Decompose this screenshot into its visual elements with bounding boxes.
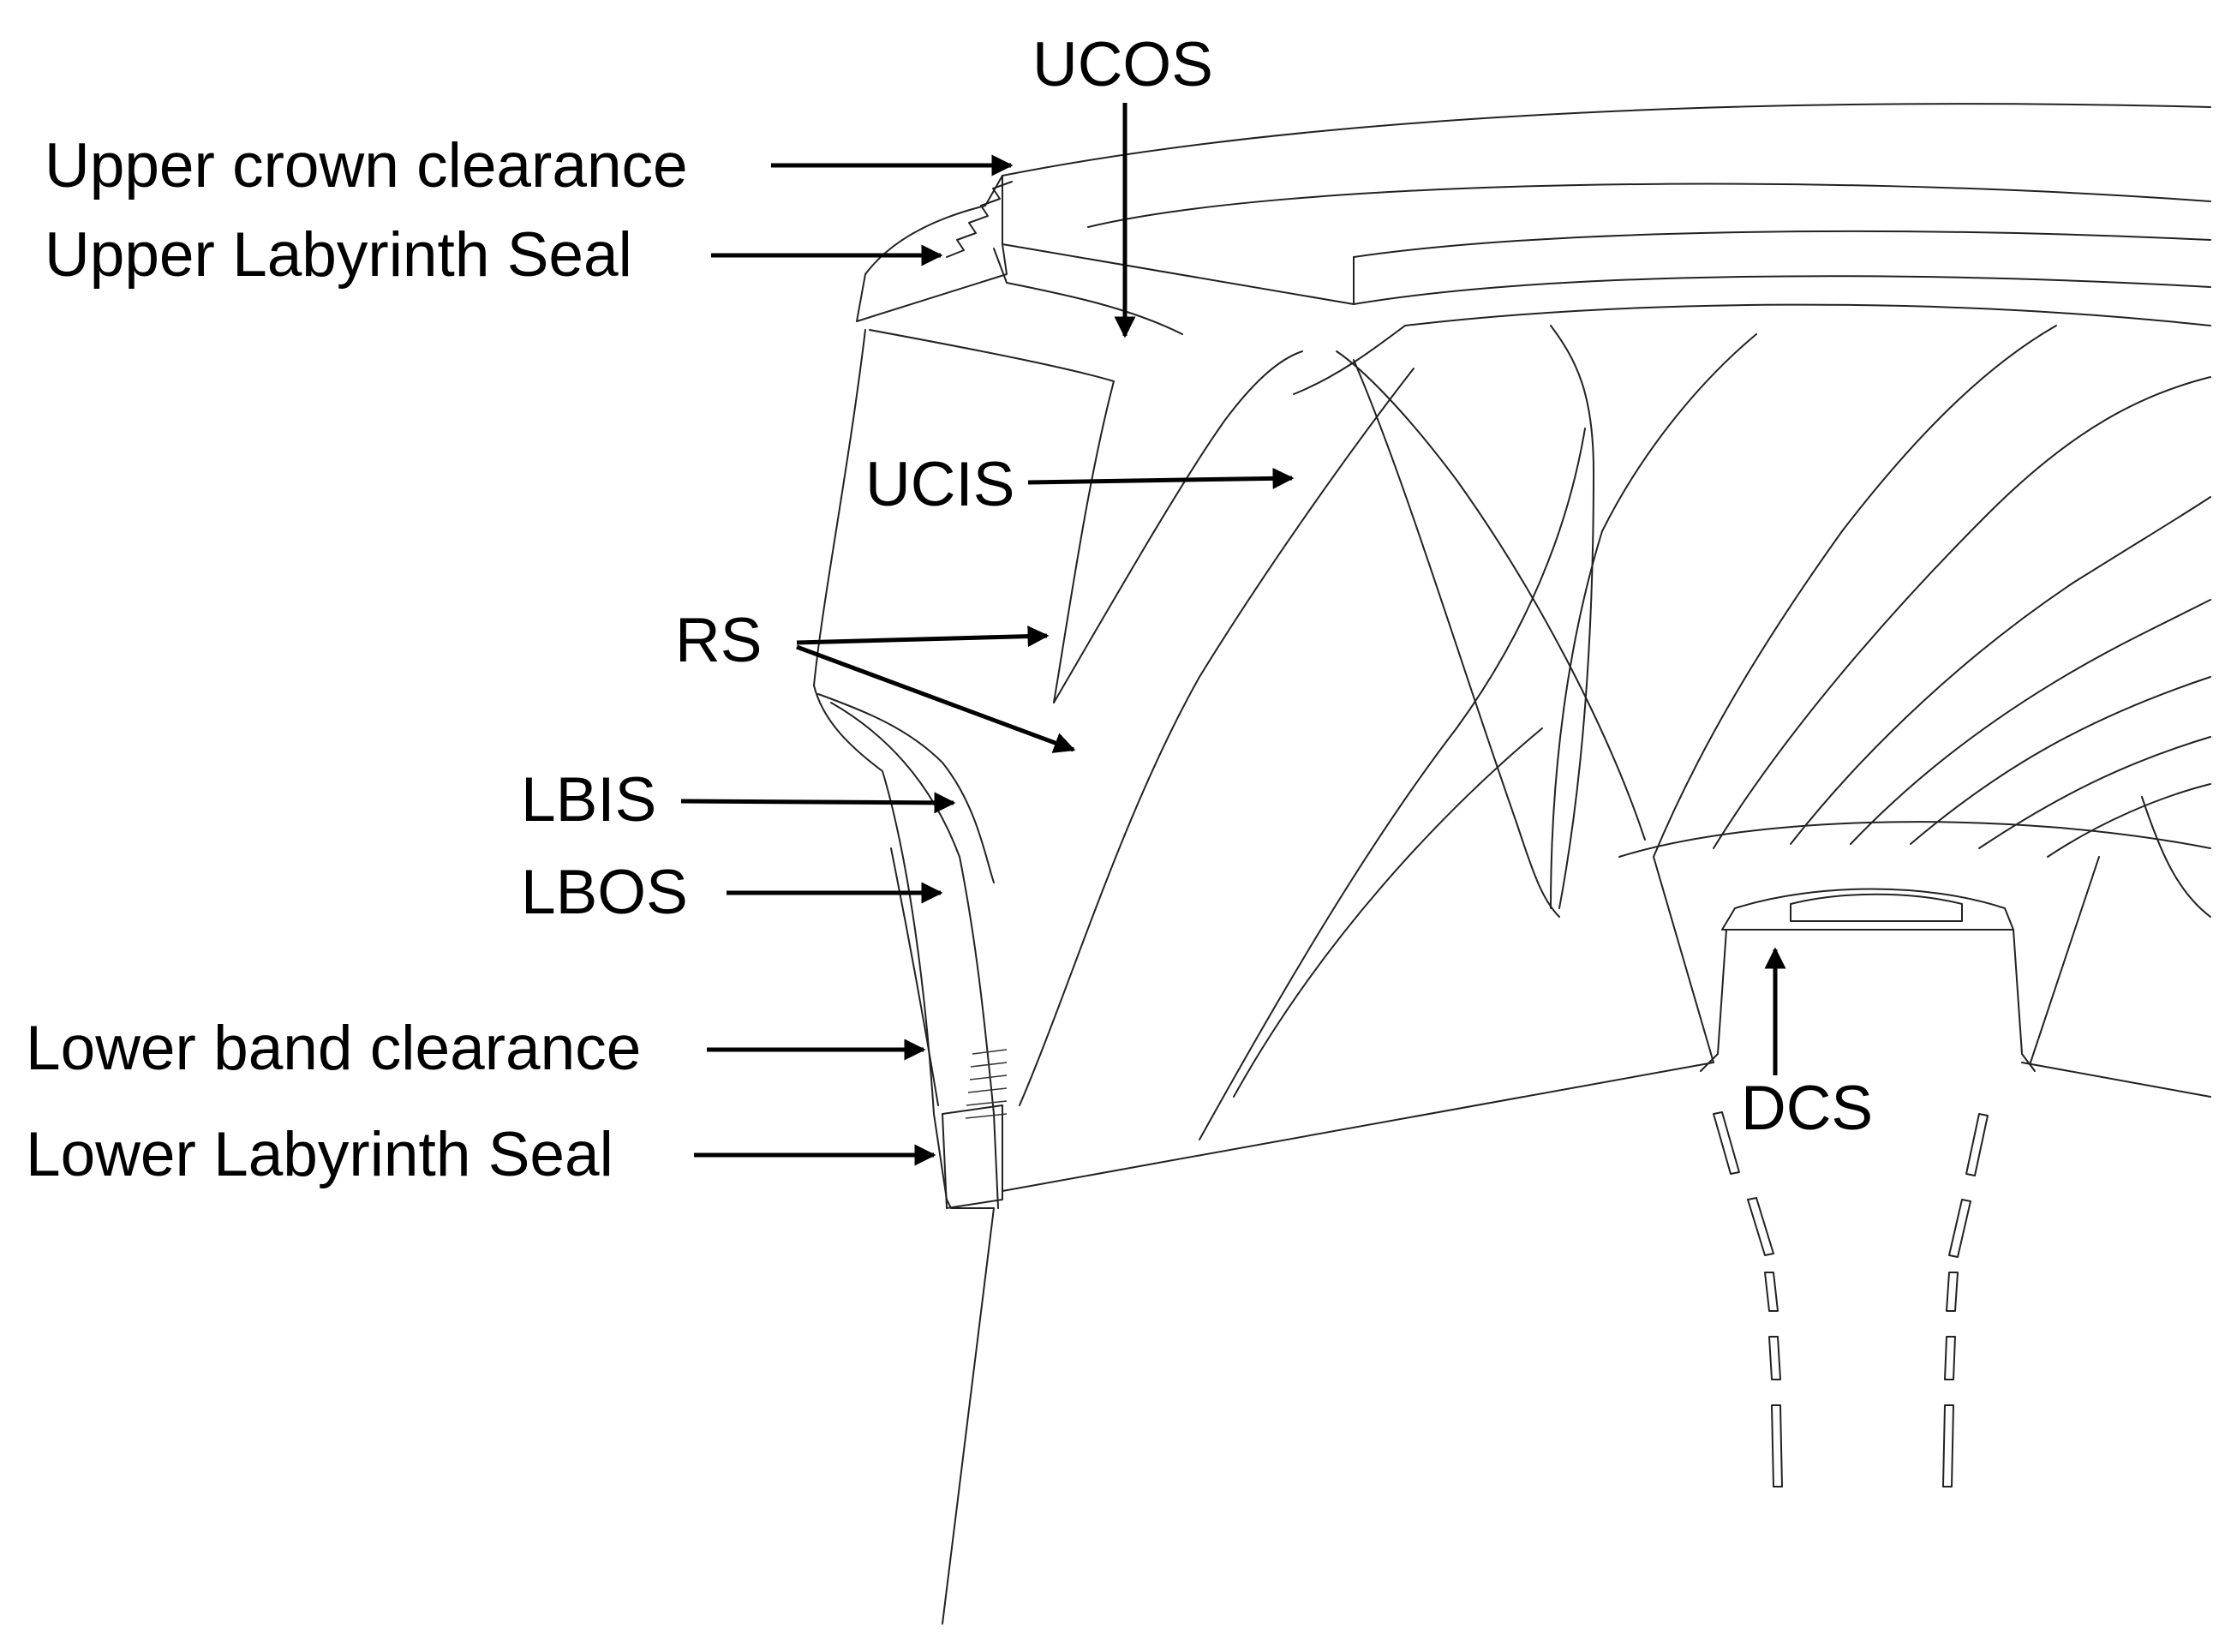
rs-arrow-upper (796, 625, 1050, 648)
blade-11 (1850, 599, 2211, 845)
band-lower-curve (830, 702, 999, 1209)
crown-outer-rim (1002, 103, 2211, 177)
label-lower-band-clearance: Lower band clearance (26, 1014, 641, 1083)
upper-housing (856, 175, 1008, 322)
lower-seal-teeth (965, 1049, 1008, 1119)
hub-cap-recess (1790, 893, 1963, 922)
blade-15 (1353, 359, 1560, 918)
crown-inner-rim (1087, 183, 2211, 228)
label-rs: RS (675, 606, 762, 675)
hub-bottom-line (1002, 1062, 2211, 1192)
label-upper-labyrinth-seal: Upper Labyrinth Seal (45, 220, 632, 290)
upper-seal-face (993, 248, 1183, 335)
blade-13 (1978, 736, 2211, 849)
lbis-arrow (680, 792, 956, 814)
blade-14 (2047, 783, 2211, 858)
lower-seal-bottom (946, 1199, 995, 1209)
discharge-cone-dashes (1713, 1111, 1989, 1487)
hub-cap (1721, 888, 2014, 931)
blade-12 (1910, 676, 2211, 845)
hub-left-wall (1700, 929, 1727, 1072)
band-outer-left (813, 329, 948, 1200)
lower-seal-block (942, 1104, 1003, 1209)
blade-2 (1019, 368, 1415, 1106)
blade-6 (1336, 350, 1646, 841)
band-recess (890, 847, 939, 1106)
hub-top-curve (1618, 821, 2211, 858)
label-ucis: UCIS (865, 450, 1014, 519)
leader-arrows (680, 103, 1786, 1166)
band-lower-inner (817, 693, 995, 883)
blade-9 (1713, 376, 2211, 849)
labels: UCOS Upper crown clearance Upper Labyrin… (26, 30, 1873, 1189)
blade-1 (1053, 350, 1303, 703)
blade-3 (1199, 428, 1586, 1140)
band-inner-left (869, 329, 1115, 703)
hub-right-taper (2030, 856, 2100, 1063)
crown-recess-top (1353, 230, 2211, 258)
blade-7 (1550, 333, 1757, 909)
hub-left-taper (1653, 856, 1714, 1063)
blade-8 (1653, 325, 2057, 858)
upper-seal-teeth (946, 181, 1013, 258)
label-lbis: LBIS (521, 765, 656, 835)
blade-16 (2141, 796, 2211, 918)
label-ucos: UCOS (1032, 30, 1213, 99)
runner-drawing (813, 103, 2211, 1625)
hub-right-wall (2013, 929, 2036, 1072)
crown-lower-face (1002, 243, 2211, 326)
draft-tube-line (942, 1207, 995, 1625)
ucis-arrow (1027, 467, 1295, 489)
label-lower-labyrinth-seal: Lower Labyrinth Seal (26, 1120, 613, 1189)
label-upper-crown-clearance: Upper crown clearance (45, 131, 688, 201)
crown-recess-side (1353, 256, 2211, 305)
blade-4 (1233, 727, 1543, 1098)
blade-10 (1790, 496, 2211, 845)
label-dcs: DCS (1741, 1074, 1873, 1143)
label-lbos: LBOS (521, 858, 688, 927)
blade-5 (1550, 325, 1594, 909)
rs-arrow-lower (796, 644, 1076, 753)
